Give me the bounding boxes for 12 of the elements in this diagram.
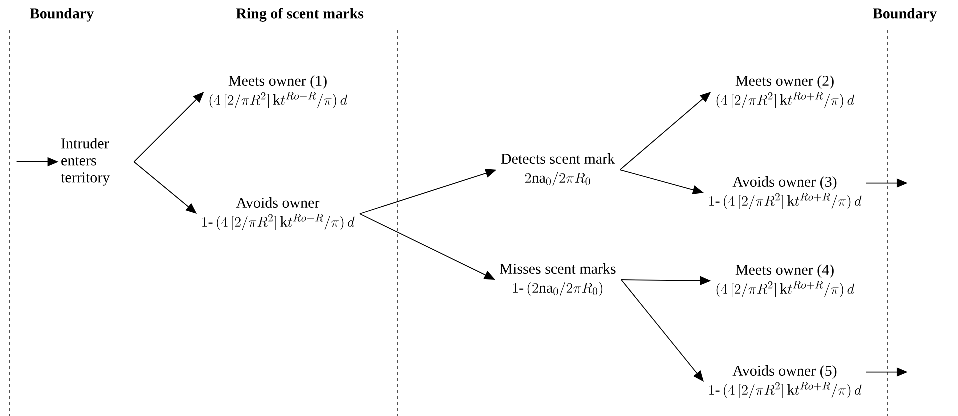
node-text: Avoids owner (5) $1\text{-}\,(4\,[2/\pi R^{2}]\,\mathrm{k}t^{Ro+R}/\pi)\,d$	[710, 366, 862, 399]
node-text: Avoids owner $1\text{-}\,(4\,[2/\pi R^{2}]\,\mathrm{k}t^{Ro-R}/\pi)\,d$	[202, 198, 355, 231]
node-text: Intruder enters territory	[61, 138, 110, 186]
column-heading: Ring of scent marks	[236, 8, 364, 22]
node-text: Meets owner (2) $(4\,[2/\pi R^{2}]\,\mathrm{k}t^{Ro+R}/\pi)\,d$	[716, 76, 855, 109]
node-text: Meets owner (1) $(4\,[2/\pi R^{2}]\,\mathrm{k}t^{Ro-R}/\pi)\,d$	[210, 76, 348, 109]
column-heading: Boundary	[873, 8, 937, 22]
node-text: Misses scent marks $1\text{-}\,(2\mathrm{na}_{0}/2\pi R_{0})$	[500, 264, 616, 297]
column-heading: Boundary	[30, 8, 94, 22]
node-text: Meets owner (4) $(4\,[2/\pi R^{2}]\,\mathrm{k}t^{Ro+R}/\pi)\,d$	[716, 264, 855, 298]
node-text: Detects scent mark $2\mathrm{na}_{0}/2\pi R_{0}$	[501, 154, 616, 186]
node-text: Avoids owner (3) $1\text{-}\,(4\,[2/\pi R^{2}]\,\mathrm{k}t^{Ro+R}/\pi)\,d$	[710, 176, 862, 210]
